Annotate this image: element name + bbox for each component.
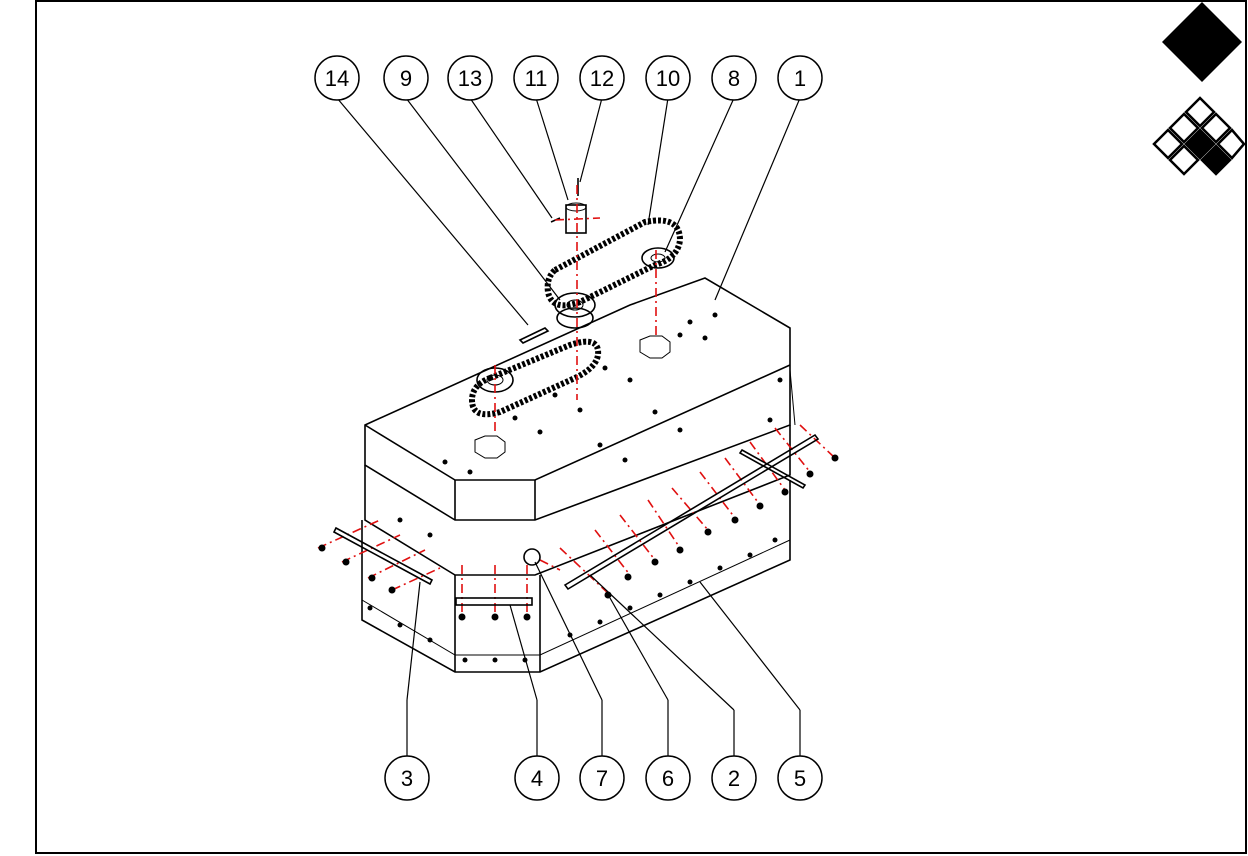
svg-text:13: 13 — [458, 66, 482, 91]
callout-4: 4 — [514, 755, 560, 801]
company-logo-icon — [1152, 2, 1246, 176]
svg-text:5: 5 — [794, 766, 806, 791]
svg-text:2: 2 — [728, 766, 740, 791]
center-axes — [317, 185, 836, 615]
callout-7: 7 — [579, 755, 625, 801]
sprocket-and-chain-group — [468, 178, 684, 418]
svg-text:10: 10 — [656, 66, 680, 91]
svg-text:3: 3 — [401, 766, 413, 791]
svg-text:14: 14 — [325, 66, 349, 91]
svg-text:9: 9 — [400, 66, 412, 91]
callout-13: 13 — [447, 55, 493, 101]
svg-text:6: 6 — [662, 766, 674, 791]
svg-text:1: 1 — [794, 66, 806, 91]
svg-text:8: 8 — [728, 66, 740, 91]
fastener-dots — [367, 312, 783, 663]
svg-text:12: 12 — [590, 66, 614, 91]
callout-9: 9 — [383, 55, 429, 101]
callout-12: 12 — [579, 55, 625, 101]
svg-text:11: 11 — [525, 66, 548, 91]
callout-5: 5 — [777, 755, 823, 801]
callout-1: 1 — [777, 55, 823, 101]
bolt-heads — [318, 454, 839, 621]
callout-11: 11 — [513, 55, 559, 101]
callout-8: 8 — [711, 55, 757, 101]
leader-lines — [336, 97, 801, 757]
bar-parts — [332, 433, 820, 606]
callout-14: 14 — [314, 55, 360, 101]
drawing-frame — [35, 0, 1247, 854]
callout-3: 3 — [384, 755, 430, 801]
callout-6: 6 — [645, 755, 691, 801]
svg-text:4: 4 — [531, 766, 543, 791]
callout-2: 2 — [711, 755, 757, 801]
callout-10: 10 — [645, 55, 691, 101]
lower-housing-part — [361, 425, 791, 673]
svg-text:7: 7 — [596, 766, 608, 791]
